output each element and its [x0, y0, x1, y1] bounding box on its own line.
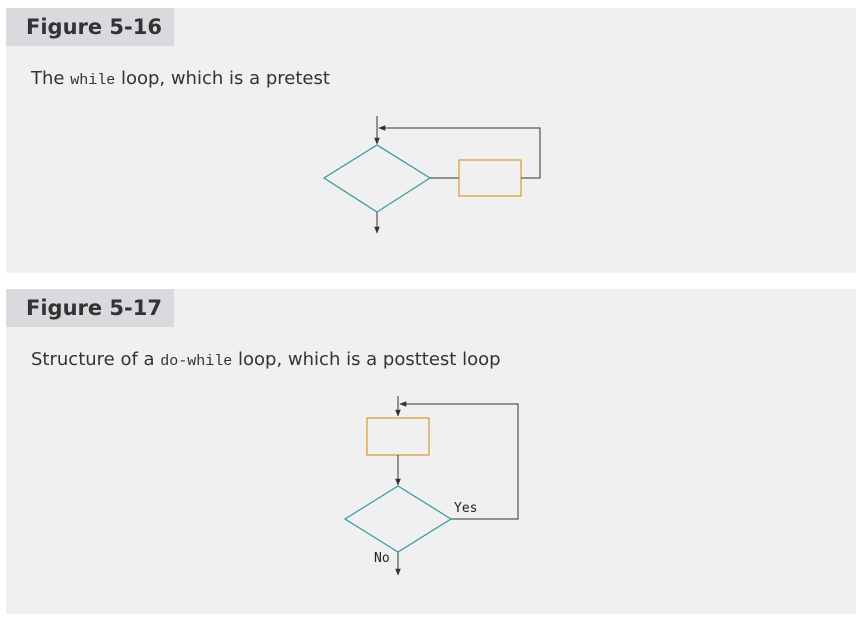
caption-text-before: Structure of a: [31, 349, 161, 370]
do-while-loop-diagram: Yes No: [343, 396, 519, 576]
no-label: No: [374, 551, 390, 566]
loop-back-line: [399, 401, 519, 520]
caption-text-after: loop, which is a pretest: [115, 68, 330, 89]
figure-5-16-label: Figure 5-16: [6, 8, 174, 46]
figure-5-17-panel: Figure 5-17 Structure of a do-while loop…: [6, 289, 856, 614]
caption-text-after: loop, which is a posttest loop: [232, 349, 501, 370]
caption-code: do-while: [160, 353, 233, 370]
loop-back-line: [378, 125, 541, 179]
figure-5-16-caption: The while loop, which is a pretest: [31, 68, 330, 89]
process-box: [458, 159, 522, 197]
process-box: [366, 417, 430, 456]
decision-diamond: [322, 144, 432, 213]
caption-code: while: [70, 72, 116, 89]
caption-text-before: The: [31, 68, 71, 89]
yes-label: Yes: [454, 501, 477, 516]
decision-diamond: [343, 485, 453, 553]
while-loop-diagram: [322, 116, 541, 234]
figure-5-16-panel: Figure 5-16 The while loop, which is a p…: [6, 8, 856, 273]
figure-5-17-caption: Structure of a do-while loop, which is a…: [31, 349, 501, 370]
figure-5-17-label: Figure 5-17: [6, 289, 174, 327]
